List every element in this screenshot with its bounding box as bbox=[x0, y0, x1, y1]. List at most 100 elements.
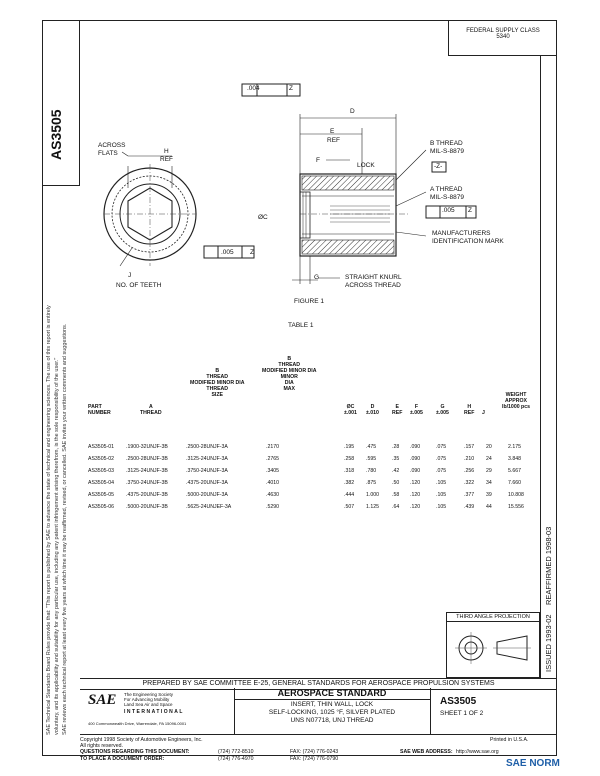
table-cell: .2765 bbox=[266, 456, 279, 462]
tol-bottom-datum: Z bbox=[250, 249, 254, 256]
printed-in: Printed in U.S.A. bbox=[490, 737, 529, 743]
table-cell: .120 bbox=[410, 480, 421, 486]
third-angle-projection-box: THIRD ANGLE PROJECTION bbox=[446, 612, 540, 678]
table-cell: 2.175 bbox=[508, 444, 521, 450]
d-label: D bbox=[350, 108, 355, 115]
table-cell: .377 bbox=[464, 492, 475, 498]
sae-address: 400 Commonwealth Drive, Warrendale, PA 1… bbox=[88, 721, 187, 726]
table-cell: .258 bbox=[344, 456, 355, 462]
table-cell: .2170 bbox=[266, 444, 279, 450]
table-cell: .5000-20UNJF-3A bbox=[186, 492, 228, 498]
issued-label: ISSUED 1993-02 bbox=[544, 614, 553, 672]
table-cell: 7.660 bbox=[508, 480, 521, 486]
f-label: F bbox=[316, 157, 320, 164]
table-cell: 24 bbox=[486, 456, 492, 462]
table-cell: .157 bbox=[464, 444, 475, 450]
col-header-part-number: PART NUMBER bbox=[88, 404, 111, 416]
sheet-label: SHEET 1 OF 2 bbox=[440, 710, 484, 717]
table-cell: .3125-24UNJF-3A bbox=[186, 456, 228, 462]
reaffirmed-label: REAFFIRMED 1998-03 bbox=[544, 526, 553, 605]
table-cell: .1900-32UNJF-3B bbox=[126, 444, 168, 450]
table-cell: AS3505-05 bbox=[88, 492, 114, 498]
standard-title: AEROSPACE STANDARD bbox=[234, 688, 430, 700]
title-line-3: UNS N07718, UNJ THREAD bbox=[290, 717, 374, 724]
table-cell: 5.667 bbox=[508, 468, 521, 474]
table-cell: AS3505-03 bbox=[88, 468, 114, 474]
table-cell: .4010 bbox=[266, 480, 279, 486]
table-cell: .2500-28UNJF-3A bbox=[186, 444, 228, 450]
across-flats-label: ACROSS FLATS bbox=[98, 142, 126, 157]
title-line-2: SELF-LOCKING, 1025 °F, SILVER PLATED bbox=[268, 709, 396, 716]
tolerance-frame-top bbox=[241, 83, 301, 97]
right-column bbox=[540, 56, 557, 678]
table-cell: .120 bbox=[410, 504, 421, 510]
g-label: G bbox=[314, 274, 320, 281]
table-cell: .595 bbox=[366, 456, 377, 462]
table-cell: .875 bbox=[366, 480, 377, 486]
table-cell: .090 bbox=[410, 444, 421, 450]
figure-drawing bbox=[103, 83, 477, 284]
table-cell: .105 bbox=[436, 480, 447, 486]
side-note-1: SAE Technical Standards Board Rules prov… bbox=[46, 305, 52, 735]
table-cell: .3405 bbox=[266, 468, 279, 474]
end-view bbox=[103, 151, 255, 267]
sae-international: INTERNATIONAL bbox=[124, 709, 184, 715]
doc-number-vertical: AS3505 bbox=[48, 109, 64, 160]
table-cell: 20 bbox=[486, 444, 492, 450]
a-tol-value: .005 bbox=[442, 207, 455, 214]
figure-caption: FIGURE 1 bbox=[294, 298, 324, 305]
table-cell: .075 bbox=[436, 456, 447, 462]
title-line-1: INSERT, THIN WALL, LOCK bbox=[290, 701, 374, 708]
title-block bbox=[80, 688, 557, 735]
col-header-d: D ±.010 bbox=[366, 404, 379, 416]
tolerance-top-value: .004 bbox=[247, 85, 260, 92]
table-cell: .50 bbox=[392, 480, 400, 486]
sae-tagline: The Engineering Society For Advancing Mo… bbox=[124, 692, 174, 707]
drawing-frame bbox=[42, 20, 557, 756]
table-cell: .35 bbox=[392, 456, 400, 462]
tolerance-top-datum: Z bbox=[289, 85, 293, 92]
watermark: SAE NORM bbox=[506, 758, 560, 769]
a-thread-label: A THREAD MIL-S-8879 bbox=[430, 186, 464, 201]
table-cell: .3125-24UNJF-3B bbox=[126, 468, 168, 474]
table-cell: .5625-24UNJEF-3A bbox=[186, 504, 232, 510]
table-cell: .105 bbox=[436, 492, 447, 498]
table-cell: .382 bbox=[344, 480, 355, 486]
table-cell: .075 bbox=[436, 468, 447, 474]
table-cell: .2500-28UNJF-3B bbox=[126, 456, 168, 462]
straight-knurl-label: STRAIGHT KNURL ACROSS THREAD bbox=[345, 274, 402, 289]
col-header-e: E REF bbox=[392, 404, 403, 416]
table-cell: 39 bbox=[486, 492, 492, 498]
doc-number-box bbox=[42, 20, 80, 186]
datum-z-label: -Z- bbox=[434, 163, 443, 170]
j-label: J bbox=[128, 272, 132, 279]
side-note-3: SAE reviews each technical report at lea… bbox=[62, 323, 68, 735]
table-cell: .42 bbox=[392, 468, 400, 474]
table-cell: .105 bbox=[436, 504, 447, 510]
table-cell: .5000-20UNJF-3B bbox=[126, 504, 168, 510]
questions-phone: (724) 772-8510 bbox=[218, 749, 254, 755]
third-angle-symbol bbox=[455, 632, 531, 664]
prepared-by: PREPARED BY SAE COMMITTEE E-25, GENERAL … bbox=[80, 678, 557, 690]
web-address[interactable]: http://www.sae.org bbox=[456, 749, 499, 755]
table-cell: .4375-20UNJF-3B bbox=[126, 492, 168, 498]
table-cell: .5290 bbox=[266, 504, 279, 510]
table-cell: 15.556 bbox=[508, 504, 524, 510]
table-caption: TABLE 1 bbox=[288, 322, 314, 329]
table-cell: .4630 bbox=[266, 492, 279, 498]
table-cell: 1.125 bbox=[366, 504, 379, 510]
table-cell: .322 bbox=[464, 480, 475, 486]
col-header-f: F ±.005 bbox=[410, 404, 423, 416]
manufacturer-mark-label: MANUFACTURERS IDENTIFICATION MARK bbox=[432, 230, 504, 245]
table-cell: 10.808 bbox=[508, 492, 524, 498]
col-header-g: G ±.005 bbox=[436, 404, 449, 416]
table-cell: .4375-20UNJF-3A bbox=[186, 480, 228, 486]
table-cell: .507 bbox=[344, 504, 355, 510]
col-header-a-thread: A THREAD bbox=[140, 404, 162, 416]
h-label: H bbox=[164, 148, 169, 155]
table-cell: .64 bbox=[392, 504, 400, 510]
table-cell: .195 bbox=[344, 444, 355, 450]
table-cell: AS3505-01 bbox=[88, 444, 114, 450]
side-note-2: voluntary, and its applicability and sui… bbox=[54, 357, 60, 735]
copyright: Copyright 1998 Society of Automotive Eng… bbox=[80, 737, 203, 743]
